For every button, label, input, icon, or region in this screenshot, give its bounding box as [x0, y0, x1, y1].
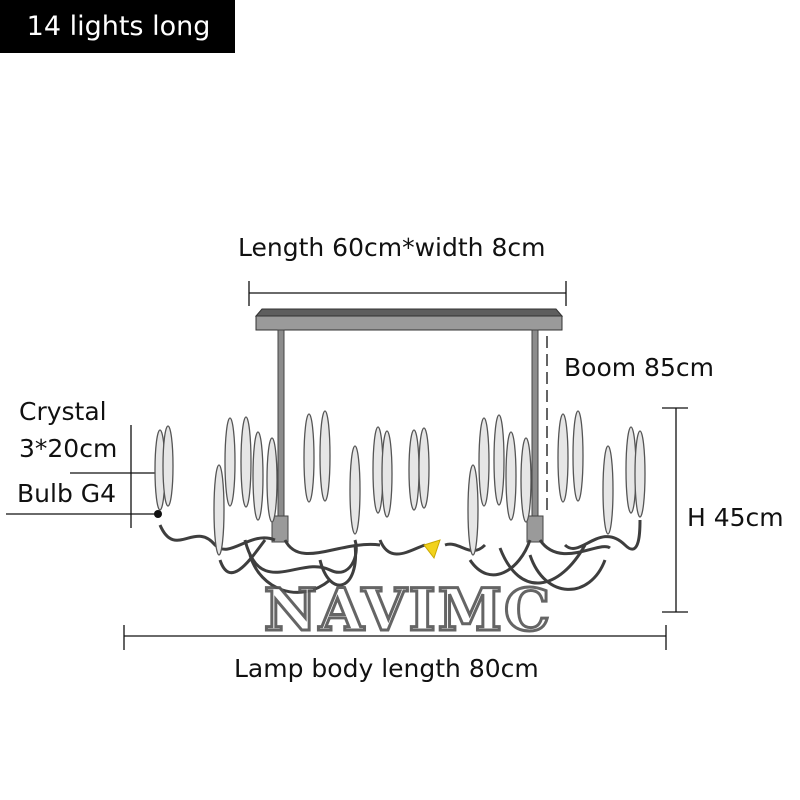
brand-watermark: NAVIMC [264, 576, 552, 644]
crystal-label: Crystal [19, 397, 107, 426]
boom-dimension-label: Boom 85cm [564, 353, 714, 382]
bulb-callout-dot [154, 510, 162, 518]
canopy-dimension-line [248, 281, 567, 306]
height-dimension-line [662, 407, 688, 613]
chandelier-arms [158, 519, 642, 594]
product-variant-badge: 14 lights long [0, 0, 235, 53]
body-length-dimension-line [123, 625, 667, 650]
canopy-plate [254, 308, 564, 331]
suspension-rods [271, 329, 544, 543]
height-dimension-label: H 45cm [687, 503, 784, 532]
bulb-label: Bulb G4 [17, 479, 117, 508]
crystal-shades [154, 410, 646, 556]
crystal-size-label: 3*20cm [19, 434, 118, 463]
body-length-label: Lamp body length 80cm [234, 654, 539, 683]
callout-leaders [6, 425, 160, 528]
canopy-dimension-label: Length 60cm*width 8cm [238, 233, 546, 262]
bulb-glow-icon [423, 539, 441, 560]
